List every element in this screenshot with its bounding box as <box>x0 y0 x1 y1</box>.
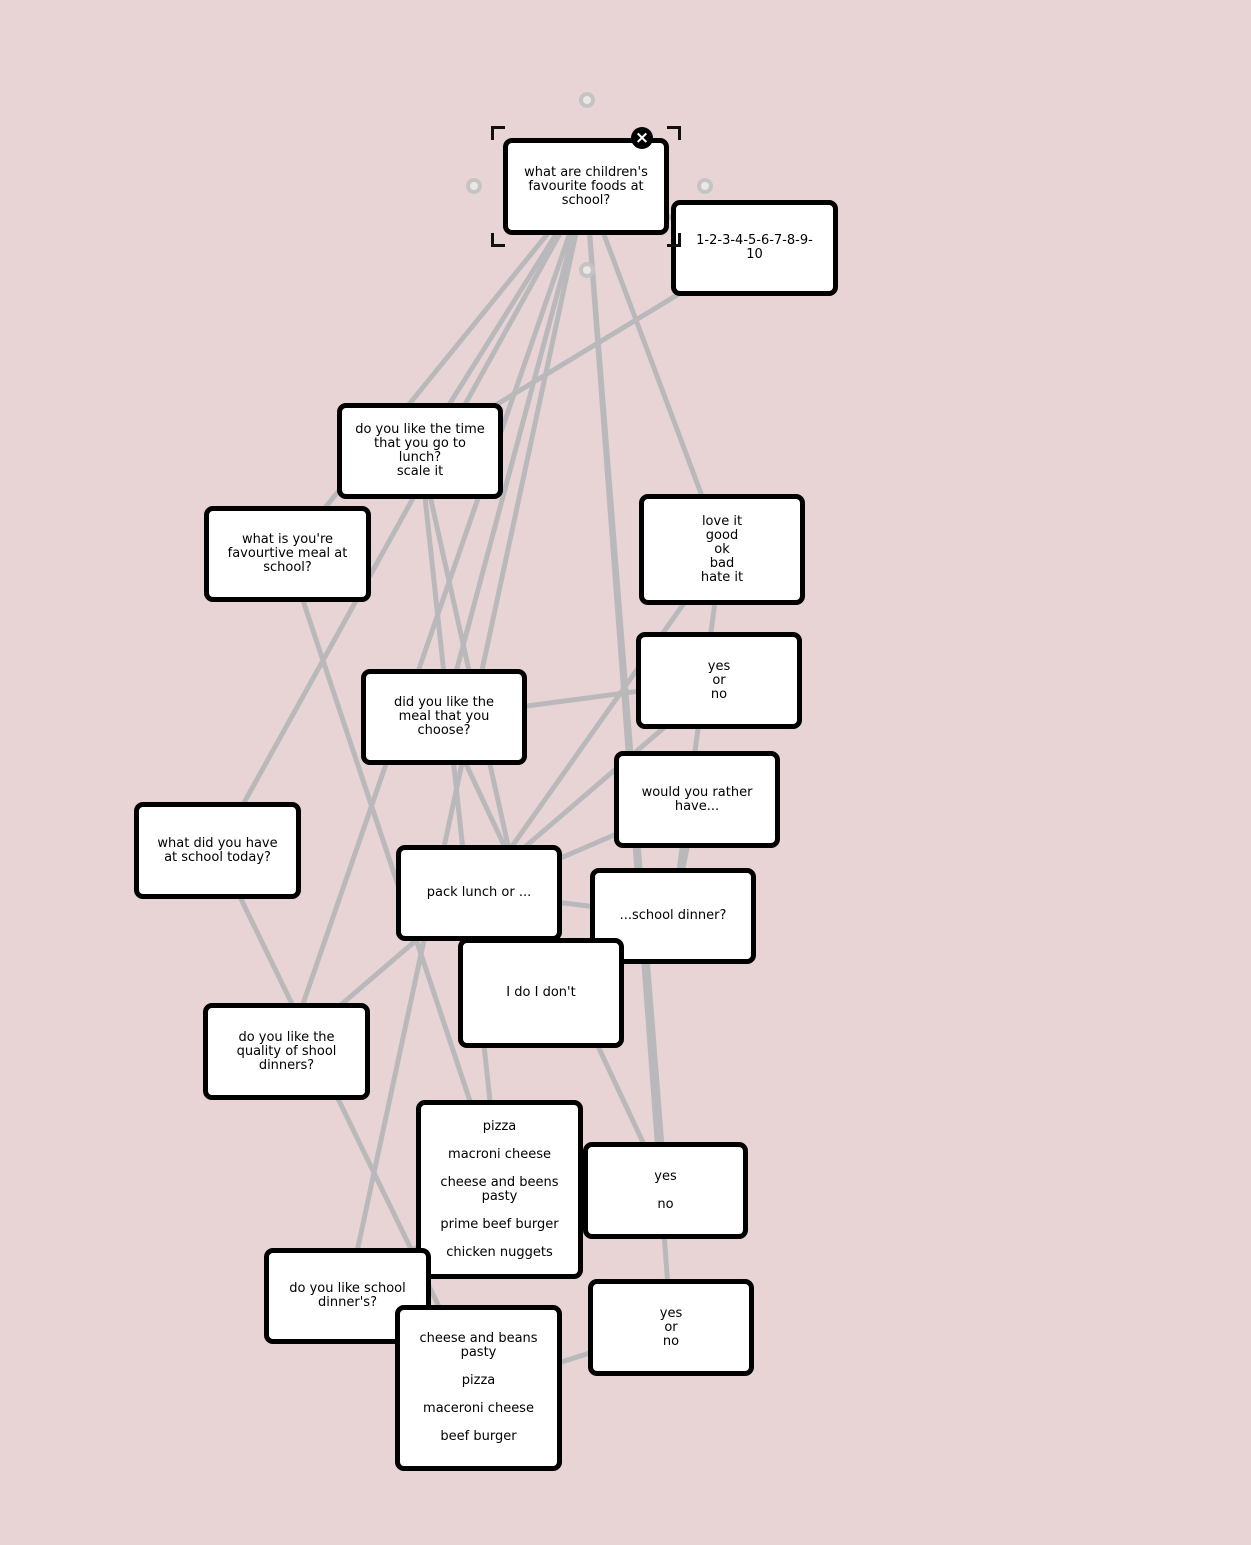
node-text: beef burger <box>440 1429 517 1444</box>
resize-corner-bottom-right-icon[interactable] <box>667 233 681 247</box>
connector-today-foods2 <box>215 849 481 1390</box>
close-icon[interactable]: × <box>631 127 653 149</box>
node-text: ok <box>714 541 730 557</box>
connector-loveit-pack <box>476 548 725 895</box>
connector-favmeal-foods1 <box>285 553 502 1191</box>
node-text: chicken nuggets <box>446 1244 553 1260</box>
node-text: pizza <box>482 1118 517 1134</box>
node-text: do you like the quality of shool dinners… <box>236 1029 337 1073</box>
connect-handle-top-icon[interactable] <box>579 92 595 108</box>
node-rather[interactable]: would you rather have... <box>614 751 780 848</box>
node-text: would you rather have... <box>641 784 753 814</box>
node-text: bad <box>709 555 735 571</box>
node-quality[interactable]: do you like the quality of shool dinners… <box>203 1003 370 1100</box>
node-text: or <box>712 672 726 688</box>
connector-root-loveit <box>583 185 725 551</box>
connector-time-foods1 <box>417 450 502 1190</box>
node-text: scale it <box>396 464 444 479</box>
node-text: I do I don't <box>506 985 576 1000</box>
node-foods2[interactable]: cheese and beans pasty pizza maceroni chee… <box>395 1305 562 1471</box>
node-text: what are children's favourite foods at s… <box>524 164 648 208</box>
node-text: no <box>710 686 728 702</box>
node-text: pack lunch or ... <box>426 885 532 900</box>
node-time[interactable]: do you like the time that you go to lunc… <box>337 403 503 499</box>
node-text: good <box>705 527 739 543</box>
node-text: no <box>657 1196 674 1212</box>
node-text: yes <box>654 1168 677 1184</box>
node-text: yes <box>659 1305 683 1321</box>
connector-root-today <box>215 185 589 852</box>
node-text: no <box>662 1333 680 1349</box>
node-yesno2[interactable]: yes no <box>583 1142 748 1239</box>
node-text: ...school dinner? <box>619 908 727 923</box>
connect-handle-left-icon[interactable] <box>466 178 482 194</box>
node-text: macroni cheese <box>448 1146 551 1162</box>
node-text: do you like the time that you go to lunc… <box>355 422 485 465</box>
node-text: yes <box>707 658 731 674</box>
node-foods1[interactable]: pizza macroni cheese cheese and beens past… <box>416 1100 583 1279</box>
node-idoidont[interactable]: I do I don't <box>458 938 624 1048</box>
connector-loveit-schooldinner <box>670 549 725 917</box>
node-text: do you like school dinner's? <box>289 1281 406 1310</box>
node-text: cheese and beans pasty <box>419 1331 538 1360</box>
resize-corner-top-right-icon[interactable] <box>667 126 681 140</box>
node-text: what did you have at school today? <box>157 835 278 865</box>
node-text: hate it <box>700 569 744 585</box>
node-text: maceroni cheese <box>423 1401 534 1416</box>
node-text: 1-2-3-4-5-6-7-8-9-10 <box>696 233 813 262</box>
node-root[interactable]: what are children's favourite foods at s… <box>503 138 669 235</box>
node-pack[interactable]: pack lunch or ... <box>396 845 562 941</box>
node-favmeal[interactable]: what is you're favourtive meal at school… <box>204 506 371 602</box>
resize-corner-bottom-left-icon[interactable] <box>491 233 505 247</box>
node-text: or <box>664 1319 678 1335</box>
connect-handle-right-icon[interactable] <box>697 178 713 194</box>
node-text: pizza <box>461 1373 496 1388</box>
node-text: love it <box>701 513 743 529</box>
resize-corner-top-left-icon[interactable] <box>491 126 505 140</box>
node-text: prime beef burger <box>440 1216 559 1232</box>
node-scale10[interactable]: 1-2-3-4-5-6-7-8-9-10 <box>671 200 838 296</box>
node-text: what is you're favourtive meal at school… <box>227 532 348 575</box>
node-didlike[interactable]: did you like the meal that you choose? <box>361 669 527 765</box>
connector-root-didlike <box>441 185 589 718</box>
node-text: cheese and beens pasty <box>440 1174 559 1204</box>
node-today[interactable]: what did you have at school today? <box>134 802 301 899</box>
connect-handle-bottom-icon[interactable] <box>579 262 595 278</box>
node-text: did you like the meal that you choose? <box>393 695 495 738</box>
